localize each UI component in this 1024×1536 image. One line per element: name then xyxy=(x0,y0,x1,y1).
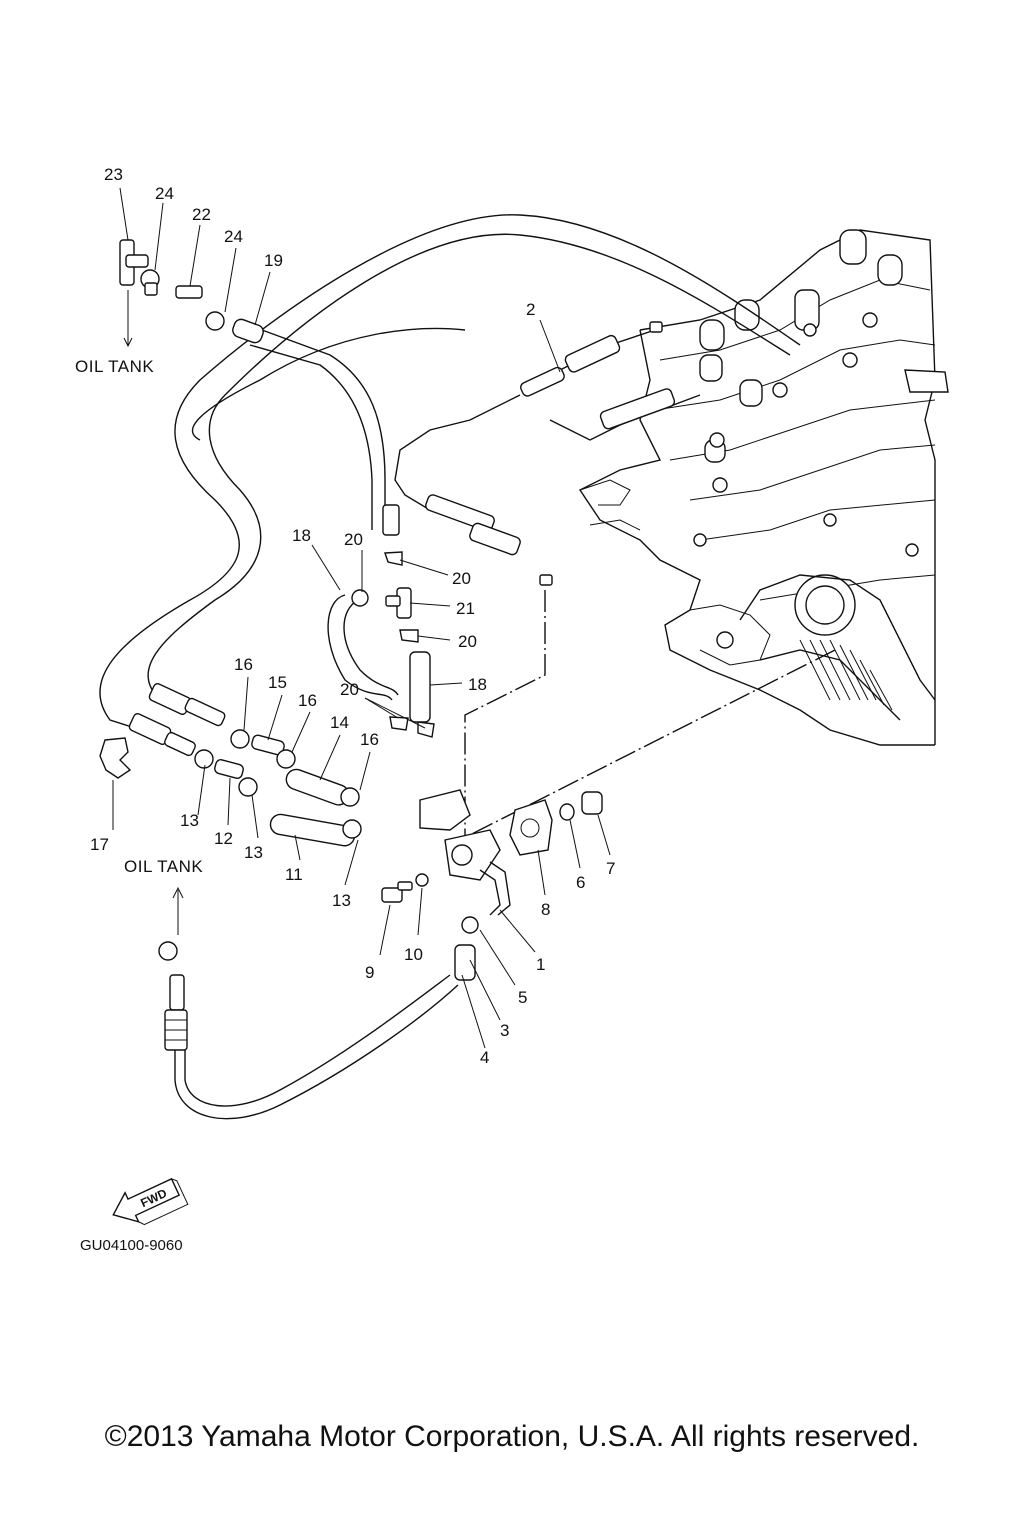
callout-15: 15 xyxy=(268,673,287,692)
callout-10: 10 xyxy=(404,945,423,964)
callout-18-b: 18 xyxy=(468,675,487,694)
callout-1: 1 xyxy=(536,955,545,974)
callout-17: 17 xyxy=(90,835,109,854)
callout-16-a: 16 xyxy=(234,655,253,674)
callout-19: 19 xyxy=(264,251,283,270)
oil-hose-lines xyxy=(99,214,836,1120)
callout-14: 14 xyxy=(330,713,349,732)
callout-20-c: 20 xyxy=(458,632,477,651)
oil-pump-cable xyxy=(394,321,701,586)
callout-8: 8 xyxy=(541,900,550,919)
oil-tank-label-top: OIL TANK xyxy=(75,357,154,376)
callout-20-d: 20 xyxy=(340,680,359,699)
callout-16-b: 16 xyxy=(298,691,317,710)
callout-3: 3 xyxy=(500,1021,509,1040)
callout-23: 23 xyxy=(104,165,123,184)
callout-21: 21 xyxy=(456,599,475,618)
leader-lines xyxy=(112,187,611,1049)
callout-20-a: 20 xyxy=(344,530,363,549)
callout-13-a: 13 xyxy=(180,811,199,830)
callout-6: 6 xyxy=(576,873,585,892)
callout-2: 2 xyxy=(526,300,535,319)
callout-20-b: 20 xyxy=(452,569,471,588)
callout-5: 5 xyxy=(518,988,527,1007)
callout-12: 12 xyxy=(214,829,233,848)
oil-tank-label-bottom: OIL TANK xyxy=(124,857,203,876)
callout-11: 11 xyxy=(285,865,303,884)
callout-24-a: 24 xyxy=(155,184,174,203)
callout-13-b: 13 xyxy=(244,843,263,862)
small-parts xyxy=(99,239,603,981)
engine-block-illustration xyxy=(578,229,949,746)
callout-4: 4 xyxy=(480,1048,489,1067)
callout-22: 22 xyxy=(192,205,211,224)
callout-13-c: 13 xyxy=(332,891,351,910)
callout-16-c: 16 xyxy=(360,730,379,749)
diagram-code: GU04100-9060 xyxy=(80,1237,183,1254)
fwd-arrow-icon: FWD xyxy=(112,1177,189,1226)
callout-24-b: 24 xyxy=(224,227,243,246)
copyright-notice: ©2013 Yamaha Motor Corporation, U.S.A. A… xyxy=(104,1420,920,1453)
callout-18-a: 18 xyxy=(292,526,311,545)
callout-9: 9 xyxy=(365,963,374,982)
callout-7: 7 xyxy=(606,859,615,878)
callout-numbers: 1 2 3 4 5 6 7 8 9 10 11 12 13 13 13 13 1… xyxy=(90,165,615,1067)
